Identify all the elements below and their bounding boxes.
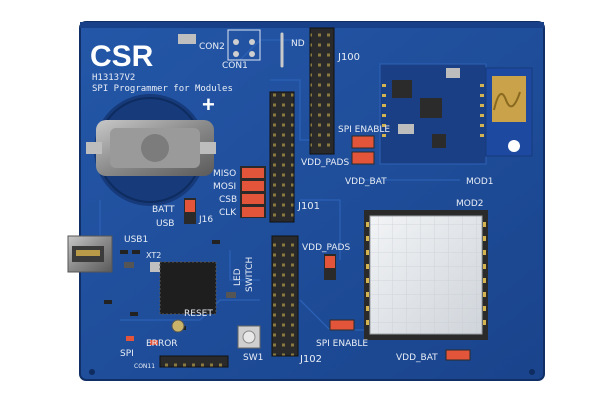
vdd-pads-mid-label: VDD_PADS [302,243,350,253]
mod1-label: MOD1 [466,177,494,187]
j101-label: J101 [297,201,320,212]
miso-label: MISO [213,169,236,179]
spi-label: SPI [120,349,134,359]
spi-led [126,336,134,341]
j102-header [271,235,299,357]
con11-label: CON11 [134,363,155,370]
mod1-module [379,63,487,165]
coin-cell-holder [86,94,216,206]
con1-label: CON1 [222,61,248,71]
vdd-pads-top-label: VDD_PADS [301,158,349,168]
vdd-pads-top-jumper [351,151,375,165]
main-ic [159,261,217,315]
brand-logo: CSR [90,40,154,73]
led-label: LED [233,268,243,286]
sw1-label: SW1 [243,353,263,363]
part-number: H13137V2 [92,73,135,83]
usb-label: USB [156,219,174,229]
j100-header [309,27,335,155]
reset-label: RESET [184,309,213,319]
antenna-tab [485,67,533,157]
xt2-crystal [150,262,168,272]
nd-label: ND [291,39,305,49]
spi-jumpers [240,166,266,218]
j100-label: J100 [337,52,360,63]
plus-mark: + [202,92,215,117]
j101-header [269,91,295,223]
vdd-bat-top-label: VDD_BAT [345,177,387,187]
error-label: ERROR [146,339,178,349]
spi-enable-bottom-label: SPI ENABLE [316,339,368,349]
mosi-label: MOSI [213,182,236,192]
sw1-switch[interactable] [237,325,261,349]
xt2-label: XT2 [146,251,161,260]
mod2-module [364,210,488,340]
error-led [150,340,158,345]
con2-connector [178,34,196,44]
con1-connector [227,29,261,61]
clk-label: CLK [219,208,237,218]
spi-enable-bottom-jumper [329,319,355,331]
con11-header [159,355,229,368]
j16-label: J16 [198,215,213,225]
spi-enable-top-label: SPI ENABLE [338,125,390,135]
spi-enable-top-jumper [351,135,375,149]
usb-connector [67,235,113,273]
reset-button[interactable] [171,319,185,333]
switch-label: SWITCH [245,257,255,292]
csb-label: CSB [219,195,237,205]
vdd-bat-bottom-jumper [445,349,471,361]
con2-label: CON2 [199,42,225,52]
mod2-label: MOD2 [456,199,484,209]
batt-label: BATT [152,205,175,215]
vdd-bat-bottom-label: VDD_BAT [396,353,438,363]
usb1-label: USB1 [124,235,148,245]
board-subtitle: SPI Programmer for Modules [92,84,233,94]
j102-label: J102 [299,354,322,365]
